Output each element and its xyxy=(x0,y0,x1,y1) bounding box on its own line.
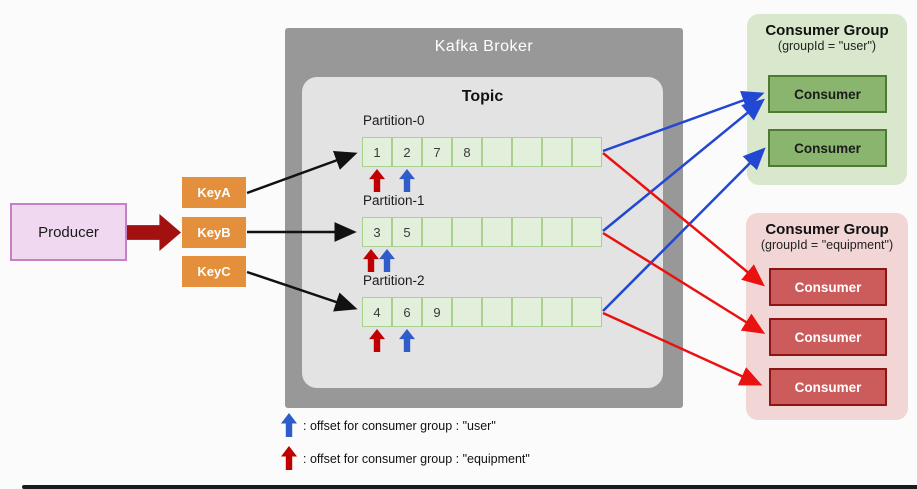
partition-1-cell: 5 xyxy=(392,217,422,247)
consumer-box-user-1: Consumer xyxy=(768,75,887,113)
partition-0-cell xyxy=(512,137,542,167)
partition-0-cell: 7 xyxy=(422,137,452,167)
partition-1-cell xyxy=(542,217,572,247)
partition-1-cell xyxy=(422,217,452,247)
partition-0-cell: 2 xyxy=(392,137,422,167)
consumer-box-equipment-3: Consumer xyxy=(769,368,887,406)
legend-blue-up-arrow-icon xyxy=(281,413,297,437)
producer-to-keys-arrow-icon xyxy=(127,214,181,251)
partition-2-cell xyxy=(452,297,482,327)
partition-2-cell: 9 xyxy=(422,297,452,327)
key-box-keyc: KeyC xyxy=(182,256,246,287)
partition-0-cell: 8 xyxy=(452,137,482,167)
partition-0-cell xyxy=(482,137,512,167)
partition-2-cell xyxy=(542,297,572,327)
consumer-group-user-title: Consumer Group xyxy=(765,22,889,39)
partition-1-row: 3 5 xyxy=(362,217,602,247)
partition-1-cell: 3 xyxy=(362,217,392,247)
partition-0-cell xyxy=(572,137,602,167)
producer-box: Producer xyxy=(10,203,127,261)
key-box-keya: KeyA xyxy=(182,177,246,208)
partition-2-cell xyxy=(572,297,602,327)
partition-1-cell xyxy=(482,217,512,247)
topic-title: Topic xyxy=(461,88,504,105)
partition-2-cell xyxy=(512,297,542,327)
partition-0-cell: 1 xyxy=(362,137,392,167)
consumer-group-equipment-subtitle: (groupId = "equipment") xyxy=(760,238,894,252)
consumer-box-user-2: Consumer xyxy=(768,129,887,167)
window-edge-bar xyxy=(22,485,917,489)
partition-1-cell xyxy=(512,217,542,247)
partition-1-cell xyxy=(572,217,602,247)
legend-red-up-arrow-icon xyxy=(281,446,297,470)
kafka-broker-title: Kafka Broker xyxy=(434,38,534,55)
partition-2-cell: 4 xyxy=(362,297,392,327)
partition-0-label: Partition-0 xyxy=(363,113,425,128)
partition-1-cell xyxy=(452,217,482,247)
consumer-group-equipment-title: Consumer Group xyxy=(765,221,889,238)
consumer-group-user-subtitle: (groupId = "user") xyxy=(777,39,877,53)
partition-0-row: 1 2 7 8 xyxy=(362,137,602,167)
partition-0-cell xyxy=(542,137,572,167)
partition-2-cell: 6 xyxy=(392,297,422,327)
consumer-box-equipment-1: Consumer xyxy=(769,268,887,306)
partition-2-row: 4 6 9 xyxy=(362,297,602,327)
partition-2-cell xyxy=(482,297,512,327)
legend-user-text: : offset for consumer group : "user" xyxy=(303,419,496,433)
legend-equipment-text: : offset for consumer group : "equipment… xyxy=(303,452,530,466)
consumer-box-equipment-2: Consumer xyxy=(769,318,887,356)
partition-2-label: Partition-2 xyxy=(363,273,425,288)
key-box-keyb: KeyB xyxy=(182,217,246,248)
partition-1-label: Partition-1 xyxy=(363,193,425,208)
